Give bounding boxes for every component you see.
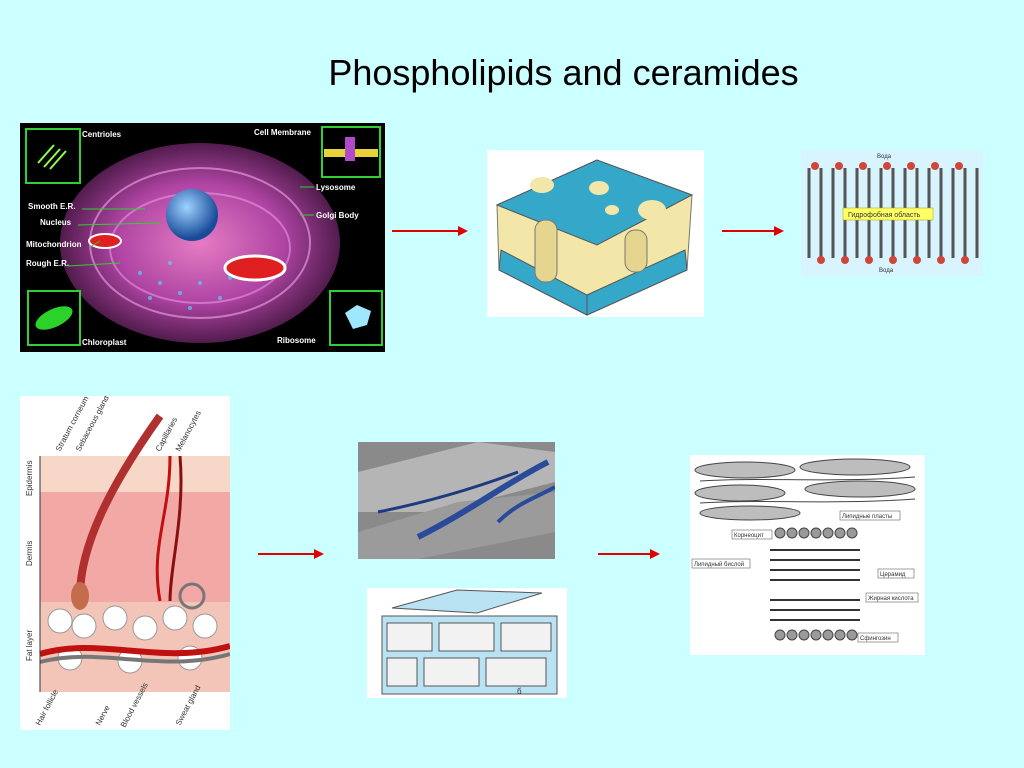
label-melanocytes: Melanocytes [174,409,203,453]
label-corneocyte: Корнеоцит [734,533,764,539]
label-golgi-body: Golgi Body [316,211,359,220]
label-lipid-bilayer: Липидный бислой [694,561,744,568]
figure-letter: б [517,687,522,696]
label-ribosome: Ribosome [277,336,316,345]
membrane-3d-image [487,150,704,317]
label-cell-membrane: Cell Membrane [254,128,311,137]
stratum-corneum-micrograph [358,442,555,559]
label-water-top: Вода [877,154,892,160]
nucleus-shape [166,189,218,241]
label-dermis: Dermis [25,541,34,566]
label-water-bottom: Вода [879,268,894,274]
arrow-right-icon [258,549,324,559]
label-fatty-acid: Жирная кислота [868,596,914,602]
label-lysosome: Lysosome [316,183,356,192]
label-hydrophobic-region: Гидрофобная область [848,211,921,219]
arrow-right-icon [392,226,468,236]
label-fat-layer: Fat layer [25,630,34,661]
arrow-right-icon [722,226,784,236]
label-centrioles: Centrioles [82,130,122,139]
skin-cross-section-image: Stratum corneum Sebaceous gland Capillar… [20,396,230,730]
cell-diagram-image: Centrioles Cell Membrane Lysosome Smooth… [20,123,385,352]
label-lipid-plates: Липидные пласты [842,514,892,520]
label-sphingosine: Сфингозин [860,636,891,642]
label-chloroplast: Chloroplast [82,338,127,347]
label-ceramide: Церамид [880,572,906,578]
label-nucleus: Nucleus [40,218,72,227]
label-nerve: Nerve [94,703,112,727]
label-smooth-er: Smooth E.R. [28,202,76,211]
lipid-bilayer-detail-image: Вода Гидрофобная область Вода [801,150,983,276]
label-mitochondrion: Mitochondrion [26,240,82,249]
label-rough-er: Rough E.R. [26,259,69,268]
label-epidermis: Epidermis [25,460,34,496]
label-hair-follicle: Hair follicle [34,688,61,727]
lipid-lamellae-diagram: Липидные пласты Корнеоцит Липидный бисло… [690,455,925,655]
brick-wall-model-image: б [367,588,567,698]
arrow-right-icon [598,549,660,559]
page-title: Phospholipids and ceramides [328,52,799,93]
